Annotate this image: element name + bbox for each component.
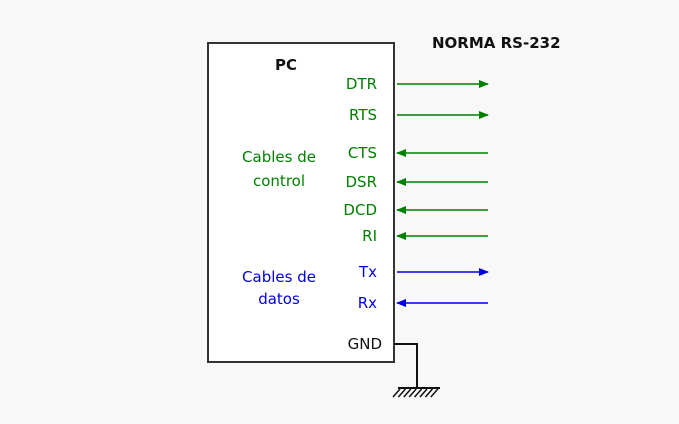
signal-label-rx: Rx: [358, 294, 377, 312]
gnd-label: GND: [348, 335, 382, 353]
standard-label: NORMA RS-232: [432, 34, 561, 52]
signal-label-rts: RTS: [349, 106, 377, 124]
ground-hatch-line: [397, 388, 406, 398]
data-group-label-line2: datos: [258, 290, 300, 308]
ground-hatch-line: [414, 388, 423, 398]
data-group-label-line1: Cables de: [242, 268, 316, 286]
ground-hatch-line: [424, 388, 433, 398]
ground-hatch-line: [403, 388, 412, 398]
ground-hatch-line: [408, 388, 417, 398]
signal-label-dtr: DTR: [346, 75, 377, 93]
pc-box: [207, 42, 395, 363]
pc-title: PC: [275, 56, 297, 74]
gnd-wire: [394, 343, 418, 388]
signal-label-tx: Tx: [358, 263, 377, 281]
ground-symbol: [392, 388, 439, 398]
signal-label-dsr: DSR: [346, 173, 378, 191]
ground-hatch-line: [430, 388, 439, 398]
control-group-label-line1: Cables de: [242, 148, 316, 166]
ground-hatch-line: [419, 388, 428, 398]
control-group-label-line2: control: [253, 172, 305, 190]
signal-label-cts: CTS: [348, 144, 377, 162]
signal-label-ri: RI: [362, 227, 377, 245]
ground-hatch-line: [392, 388, 401, 398]
signal-label-dcd: DCD: [343, 201, 377, 219]
